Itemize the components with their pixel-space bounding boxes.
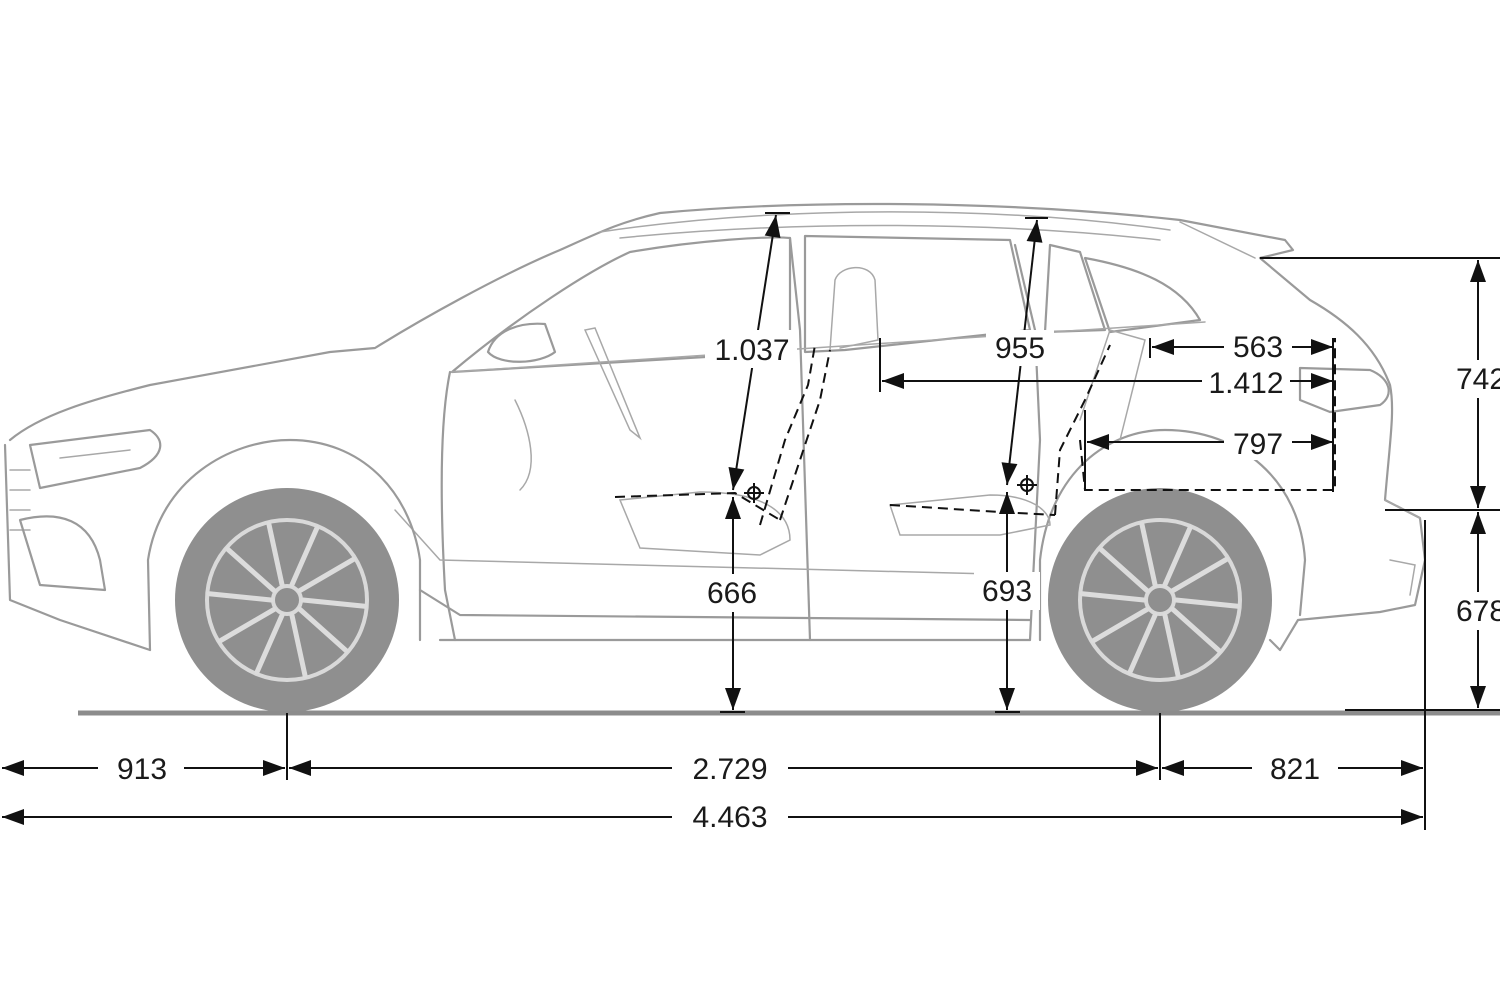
dimension-labels: 913 2.729 821 4.463 1.037 955 666 693 56… [98,328,1500,836]
front-wheel-spoke [289,612,308,679]
front-seat-height-dimension-arrow-start [725,497,741,519]
rear-wheel-spoke [1170,606,1222,654]
front-seat-height-dimension-arrow-end [725,688,741,710]
rear-wheel-spoke [1173,597,1241,609]
rear-overhang-dimension-arrow-start [1162,760,1184,776]
front-headroom-dimension-arrow-end [764,215,781,238]
upper-body-height-label: 742 [1456,363,1500,396]
dashed-outlines [614,338,1336,526]
front-seat-reference-point [744,483,764,503]
rear-wheel-spoke [1127,612,1158,675]
rear-seat-height-label: 693 [982,575,1032,608]
rear-wheel-spoke [1162,525,1193,588]
wheelbase-label: 2.729 [692,753,767,786]
upper-body-height-dimension-arrow-end [1470,486,1486,508]
front-wheel-spoke [206,591,274,603]
wheel-spokes [206,521,1241,679]
rear-wheel-spoke [1098,546,1150,594]
trunk-lower-length-dimension-arrow-end [1311,434,1333,450]
rear-wheel-spoke [1162,612,1181,679]
rear-wheel-spoke [1139,521,1158,588]
rear-seat-height-dimension-arrow-start [999,492,1015,514]
front-overhang-dimension-arrow-start [2,760,24,776]
reference-lines [286,212,1500,830]
trunk-lower-length-dimension-arrow-start [1087,434,1109,450]
rear-seat-height-dimension-arrow-end [999,688,1015,710]
front-wheel-spoke [266,521,285,588]
rear-headroom-dimension-arrow-end [1026,220,1043,243]
front-wheel [175,488,399,712]
front-wheel-spoke [297,606,349,654]
car-side-profile [3,202,1427,652]
rear-seat-reference-point [1017,475,1037,495]
trunk-length-dimension-arrow-end [1311,373,1333,389]
front-overhang-label: 913 [117,753,167,786]
lower-body-height-dimension-arrow-start [1470,512,1486,534]
trunk-upper-length-label: 563 [1233,331,1283,364]
front-headroom-dimension-arrow-start [728,467,745,490]
upper-body-height-dimension-arrow-start [1470,260,1486,282]
front-wheel-spoke [254,612,285,675]
rear-overhang-label: 821 [1270,753,1320,786]
front-wheel-spoke [289,525,320,588]
rear-overhang-dimension-arrow-end [1401,760,1423,776]
front-wheel-spoke [300,597,368,609]
lower-body-height-label: 678 [1456,595,1500,628]
trunk-length-label: 1.412 [1208,367,1283,400]
overall-length-dimension-arrow-start [2,809,24,825]
wheelbase-dimension-arrow-end [1136,760,1158,776]
trunk-upper-length-dimension-arrow-end [1311,339,1333,355]
overall-length-label: 4.463 [692,801,767,834]
lower-body-height-dimension-arrow-end [1470,686,1486,708]
rear-wheel [1048,488,1272,712]
wheelbase-dimension-arrow-start [289,760,311,776]
trunk-upper-length-dimension-arrow-start [1152,339,1174,355]
trunk-length-dimension-arrow-start [882,373,904,389]
front-headroom-label: 1.037 [714,334,789,367]
front-overhang-dimension-arrow-end [263,760,285,776]
front-wheel-spoke [225,546,277,594]
front-seat-height-label: 666 [707,577,757,610]
front-wheel-spoke [297,556,357,594]
front-wheel-spoke [217,606,277,644]
rear-headroom-label: 955 [995,332,1045,365]
rear-headroom-dimension-arrow-start [1001,462,1018,485]
rear-wheel-spoke [1079,591,1147,603]
overall-length-dimension-arrow-end [1401,809,1423,825]
rear-wheel-spoke [1090,606,1150,644]
rear-wheel-spoke [1170,556,1230,594]
trunk-lower-length-label: 797 [1233,428,1283,461]
